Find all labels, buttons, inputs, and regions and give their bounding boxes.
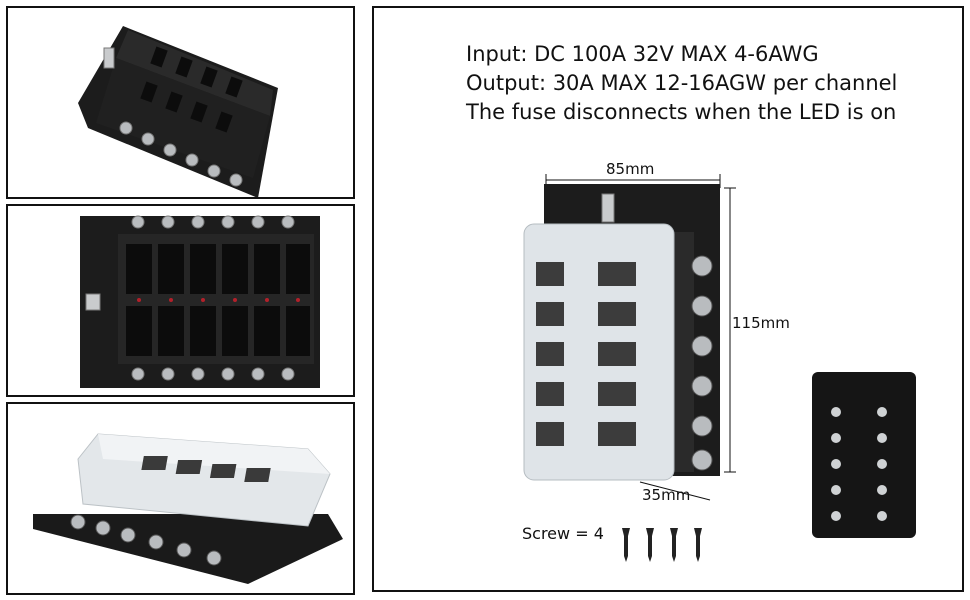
fuse-block-top-image [80, 215, 320, 388]
back-view-image [812, 372, 916, 538]
spec-output: Output: 30A MAX 12-16AGW per channel [466, 71, 898, 95]
spec-input: Input: DC 100A 32V MAX 4-6AWG [466, 42, 819, 66]
photo-panel-covered [6, 402, 355, 595]
dimension-diagram [523, 174, 916, 562]
main-spec-panel: Input: DC 100A 32V MAX 4-6AWG Output: 30… [372, 6, 964, 592]
fuse-block-angled-image [78, 26, 278, 197]
spec-note: The fuse disconnects when the LED is on [466, 100, 897, 124]
dimension-depth: 35mm [642, 486, 691, 504]
dimension-width: 85mm [606, 160, 655, 178]
photo-panel-top-down [6, 204, 355, 397]
photo-panel-angled-top [6, 6, 355, 199]
spec-text: Input: DC 100A 32V MAX 4-6AWG Output: 30… [466, 40, 897, 127]
screw-label: Screw = 4 [522, 524, 604, 543]
dimension-height: 115mm [732, 314, 790, 332]
screw-icon [622, 528, 702, 562]
fuse-block-covered-image [33, 433, 343, 584]
